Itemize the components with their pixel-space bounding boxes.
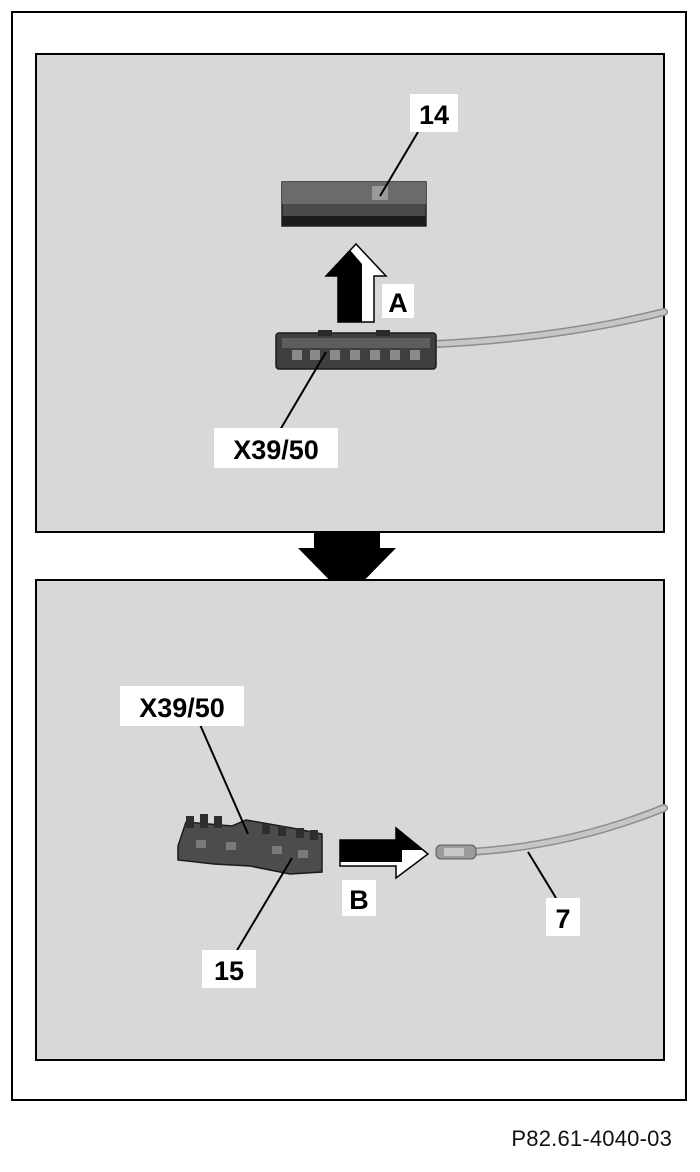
leader-line-15 [235, 857, 293, 953]
label-box-7: 7 [546, 898, 580, 936]
connector-x39-50-top [275, 330, 437, 370]
arrow-a-icon [324, 242, 388, 323]
arrow-b-icon [339, 826, 430, 880]
bottom-panel: X39/50 B 15 7 [35, 579, 668, 1061]
label-box-a: A [382, 284, 414, 318]
label-box-x39-50-bottom: X39/50 [120, 686, 244, 726]
label-box-14: 14 [410, 94, 458, 132]
connector-x39-50-bottom [177, 814, 323, 875]
callout-a: A [388, 288, 408, 318]
callout-x39-50-top: X39/50 [233, 435, 319, 465]
top-cable-highlight [433, 309, 667, 347]
callout-15: 15 [214, 956, 244, 986]
bottom-cable-highlight [467, 805, 667, 855]
callout-b: B [349, 885, 369, 915]
down-arrow-icon [298, 532, 396, 598]
label-box-x39-50-top: X39/50 [214, 428, 338, 468]
leader-line-x39-50-top [279, 351, 327, 431]
leader-line-7 [527, 851, 557, 899]
leader-line-x39-50-bottom [197, 719, 249, 835]
bottom-panel-background [35, 579, 665, 1061]
label-box-15: 15 [202, 950, 256, 988]
cover-part-14 [281, 181, 427, 227]
callout-14: 14 [419, 100, 449, 130]
callout-x39-50-bottom: X39/50 [139, 693, 225, 723]
top-panel: 14 A X39/50 [35, 53, 668, 533]
figure-reference-code: P82.61-4040-03 [511, 1126, 672, 1151]
cable-terminal [435, 844, 477, 860]
leader-line-14 [379, 131, 419, 197]
label-box-b: B [342, 880, 376, 916]
callout-7: 7 [555, 904, 570, 934]
